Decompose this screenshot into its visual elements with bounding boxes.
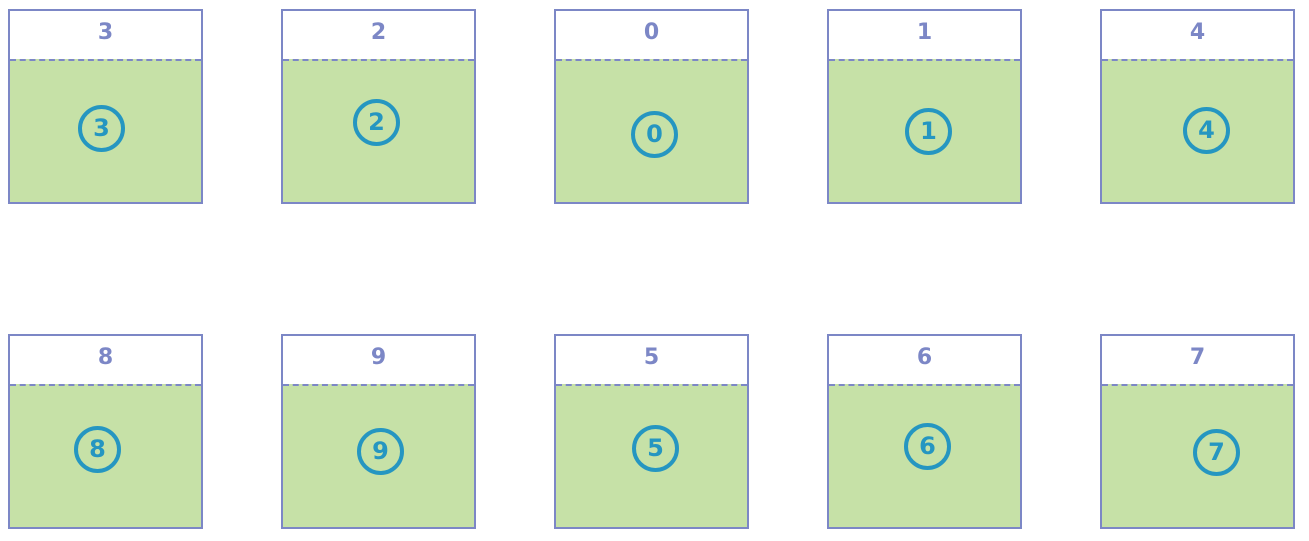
- box-9[interactable]: 9 9: [281, 334, 476, 529]
- box-6[interactable]: 6 6: [827, 334, 1022, 529]
- box-liquid: 7: [1102, 384, 1293, 527]
- box-label: 3: [97, 20, 114, 45]
- box-label: 1: [916, 20, 933, 45]
- ball[interactable]: 9: [357, 428, 404, 475]
- box-4[interactable]: 4 4: [1100, 9, 1295, 204]
- box-3[interactable]: 3 3: [8, 9, 203, 204]
- ball[interactable]: 4: [1183, 107, 1230, 154]
- box-liquid: 9: [283, 384, 474, 527]
- box-1[interactable]: 1 1: [827, 9, 1022, 204]
- ball[interactable]: 5: [632, 425, 679, 472]
- ball[interactable]: 8: [74, 426, 121, 473]
- box-label: 9: [370, 345, 387, 370]
- box-label: 2: [370, 20, 387, 45]
- box-label: 0: [643, 20, 660, 45]
- box-liquid: 1: [829, 59, 1020, 202]
- box-7[interactable]: 7 7: [1100, 334, 1295, 529]
- box-liquid: 6: [829, 384, 1020, 527]
- box-8[interactable]: 8 8: [8, 334, 203, 529]
- box-label: 6: [916, 345, 933, 370]
- box-2[interactable]: 2 2: [281, 9, 476, 204]
- box-liquid: 8: [10, 384, 201, 527]
- ball[interactable]: 6: [904, 423, 951, 470]
- box-liquid: 0: [556, 59, 747, 202]
- ball[interactable]: 2: [353, 99, 400, 146]
- ball[interactable]: 0: [631, 111, 678, 158]
- box-liquid: 4: [1102, 59, 1293, 202]
- box-liquid: 3: [10, 59, 201, 202]
- box-label: 8: [97, 345, 114, 370]
- box-5[interactable]: 5 5: [554, 334, 749, 529]
- ball[interactable]: 7: [1193, 429, 1240, 476]
- box-liquid: 5: [556, 384, 747, 527]
- box-0[interactable]: 0 0: [554, 9, 749, 204]
- box-liquid: 2: [283, 59, 474, 202]
- ball[interactable]: 3: [78, 105, 125, 152]
- ball[interactable]: 1: [905, 108, 952, 155]
- box-label: 4: [1189, 20, 1206, 45]
- box-label: 7: [1189, 345, 1206, 370]
- box-label: 5: [643, 345, 660, 370]
